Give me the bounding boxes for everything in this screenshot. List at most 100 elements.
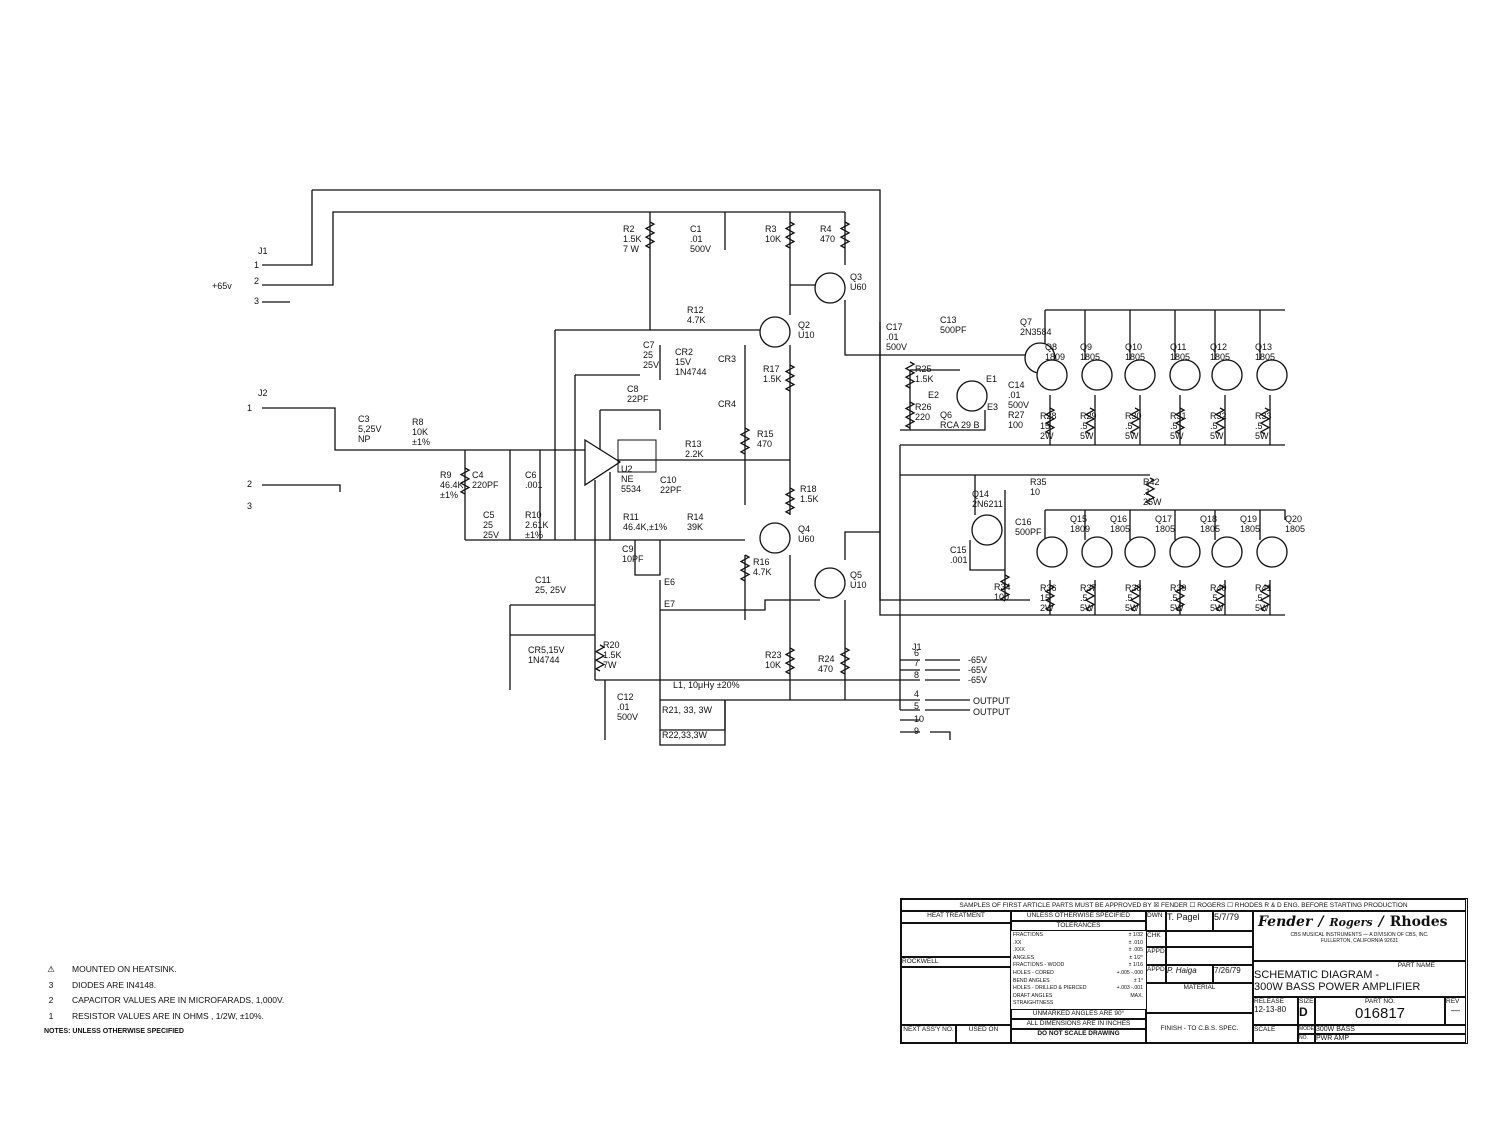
transistor-symbol-14 [1081,536,1113,568]
note-num-1: 1 [48,1010,54,1021]
label-e1: E1 [986,374,997,384]
label-e7: E7 [664,599,675,609]
note-4: RESISTOR VALUES ARE IN OHMS , 1/2W, ±10%… [72,1010,264,1021]
note-2: DIODES ARE IN4148. [72,979,157,990]
label-j2: J2 [258,388,268,398]
dwn-label: DWN [1146,911,1166,931]
tolerance-row: ANGLES± 1/2° [1013,954,1143,961]
company-name: CBS MUSICAL INSTRUMENTS — A DIVISION OF … [1290,932,1429,938]
top-emitter-resistor-0 [1044,407,1056,435]
appd-me-box [1166,947,1253,965]
resistor-symbol-7 [594,644,606,672]
label-cr4: CR4 [718,399,736,409]
resistor-symbol-2 [839,221,851,249]
resistor-symbol-3 [784,364,796,392]
j2-pin-3: 3 [247,501,252,511]
note-3: CAPACITOR VALUES ARE IN MICROFARADS, 1,0… [72,995,285,1005]
approval-banner: SAMPLES OF FIRST ARTICLE PARTS MUST BE A… [901,899,1466,911]
resistor-symbol-13 [999,574,1011,602]
resistor-symbol-4 [739,427,751,455]
label-supply-neg-2: -65V [968,675,987,685]
resistor-symbol-11 [904,361,916,389]
part-no-value: 016817 [1354,1005,1406,1022]
material-label: MATERIAL [1146,983,1253,1013]
j1-bottom-pin-9: 9 [914,726,919,736]
top-emitter-resistor-5 [1259,407,1271,435]
part-name-label: PART NAME [1397,962,1435,969]
transistor-symbol-15 [1124,536,1156,568]
label-j1: J1 [258,246,268,256]
release-label: RELEASE [1254,998,1284,1005]
note-num-2: 2 [48,995,54,1005]
rhodes-logo: Rhodes [1389,914,1448,930]
bot-emitter-resistor-2 [1129,584,1141,612]
transistor-symbol-1 [759,316,791,348]
transistor-symbol-7 [1036,359,1068,391]
tolerance-row: STRAIGHTNESS [1013,1000,1054,1007]
j1-bottom-pin-6: 6 [914,648,919,658]
notes-header: NOTES: UNLESS OTHERWISE SPECIFIED [44,1028,184,1035]
j2-pin-1: 1 [247,403,252,413]
tolerance-row: .XX± .010 [1013,939,1143,946]
no-value: PWR AMP [1315,1034,1466,1043]
part-name-line1: SCHEMATIC DIAGRAM - [1254,969,1380,981]
rev-value: — [1451,1005,1460,1015]
bot-emitter-resistor-5 [1259,584,1271,612]
label-output-1: OUTPUT [973,707,1011,717]
j1-bottom-pin-5: 5 [914,701,919,711]
top-emitter-resistor-1 [1084,407,1096,435]
transistor-symbol-18 [1256,536,1288,568]
label-e2: E2 [928,390,939,400]
label-e6: E6 [664,577,675,587]
scale-label: SCALE [1253,1025,1298,1043]
top-emitter-resistor-4 [1214,407,1226,435]
j1-pin-3: 3 [254,296,259,306]
fender-logo: Fender [1258,914,1313,930]
brand-box: Fender/ Rogers/ Rhodes CBS MUSICAL INSTR… [1253,911,1466,961]
title-block: SAMPLES OF FIRST ARTICLE PARTS MUST BE A… [900,898,1468,1044]
resistor-symbol-10 [459,467,471,495]
company-location: FULLERTON, CALIFORNIA 92631 [1320,938,1399,944]
part-no-label: PART NO. [1365,998,1395,1005]
resistor-symbol-5 [784,487,796,515]
transistor-symbol-5 [814,567,846,599]
tolerance-row: HOLES - CORED+.005 -.000 [1013,969,1143,976]
